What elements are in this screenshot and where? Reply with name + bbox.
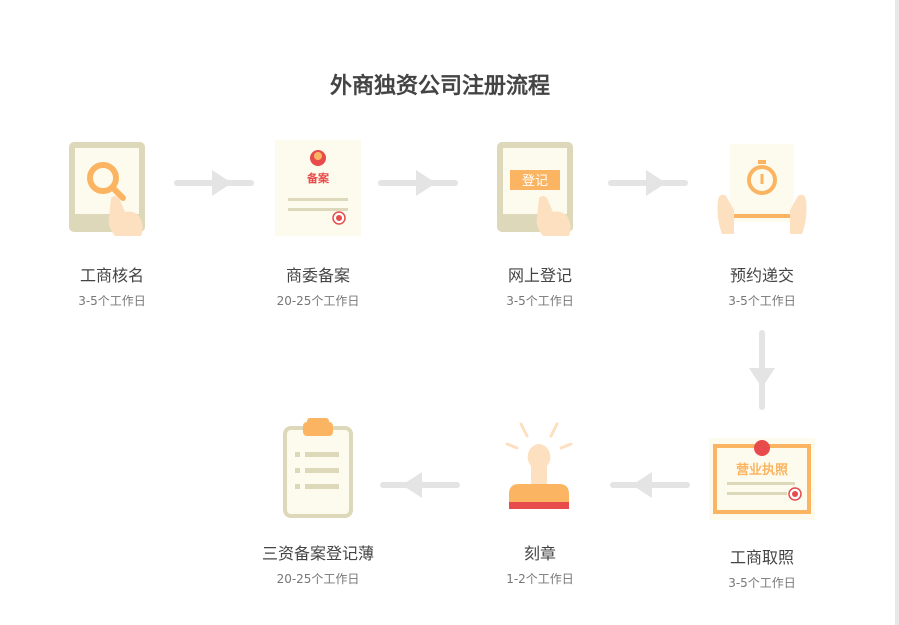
arrow-left-icon [610, 472, 690, 498]
page-title: 外商独资公司注册流程 [329, 74, 550, 99]
step-duration: 3-5个工作日 [728, 294, 796, 308]
step-duration: 20-25个工作日 [276, 572, 360, 586]
stamp-icon [505, 422, 573, 509]
filing-document-icon: 备案 [275, 140, 361, 236]
step-name-check: 工商核名 3-5个工作日 [22, 140, 202, 309]
step-duration: 1-2个工作日 [506, 572, 574, 586]
step-duration: 3-5个工作日 [728, 576, 796, 590]
step-online-registration: 登记 网上登记 3-5个工作日 [450, 140, 630, 309]
arrow-right-icon [608, 170, 688, 196]
scrollbar[interactable] [895, 0, 899, 625]
step-label: 工商取照 [729, 548, 794, 567]
arrow-down-icon [749, 330, 775, 410]
search-tablet-icon [69, 142, 145, 236]
step-appointment-submit: 预约递交 3-5个工作日 [672, 140, 852, 309]
step-duration: 3-5个工作日 [506, 294, 574, 308]
step-label: 预约递交 [729, 266, 794, 285]
step-label: 商委备案 [285, 266, 350, 285]
svg-text:营业执照: 营业执照 [736, 462, 788, 478]
step-foreign-filing-register: 三资备案登记薄 20-25个工作日 [228, 416, 408, 587]
step-duration: 3-5个工作日 [78, 294, 146, 308]
step-label: 三资备案登记薄 [261, 544, 374, 563]
arrow-right-icon [174, 170, 254, 196]
step-label: 工商核名 [79, 266, 144, 285]
step-label: 刻章 [523, 544, 556, 563]
clipboard-icon [283, 418, 353, 518]
arrow-right-icon [378, 170, 458, 196]
register-tablet-icon: 登记 [497, 142, 573, 236]
business-license-icon: 营业执照 [709, 438, 815, 520]
step-label: 网上登记 [507, 266, 572, 285]
stopwatch-document-icon [717, 144, 807, 234]
svg-text:备案: 备案 [306, 171, 330, 185]
svg-text:登记: 登记 [522, 174, 548, 189]
step-duration: 20-25个工作日 [276, 294, 360, 308]
step-license-pickup: 营业执照 工商取照 3-5个工作日 [672, 436, 852, 591]
step-seal-carving: 刻章 1-2个工作日 [450, 420, 630, 587]
arrow-left-icon [380, 472, 460, 498]
step-commerce-filing: 备案 商委备案 20-25个工作日 [228, 138, 408, 309]
